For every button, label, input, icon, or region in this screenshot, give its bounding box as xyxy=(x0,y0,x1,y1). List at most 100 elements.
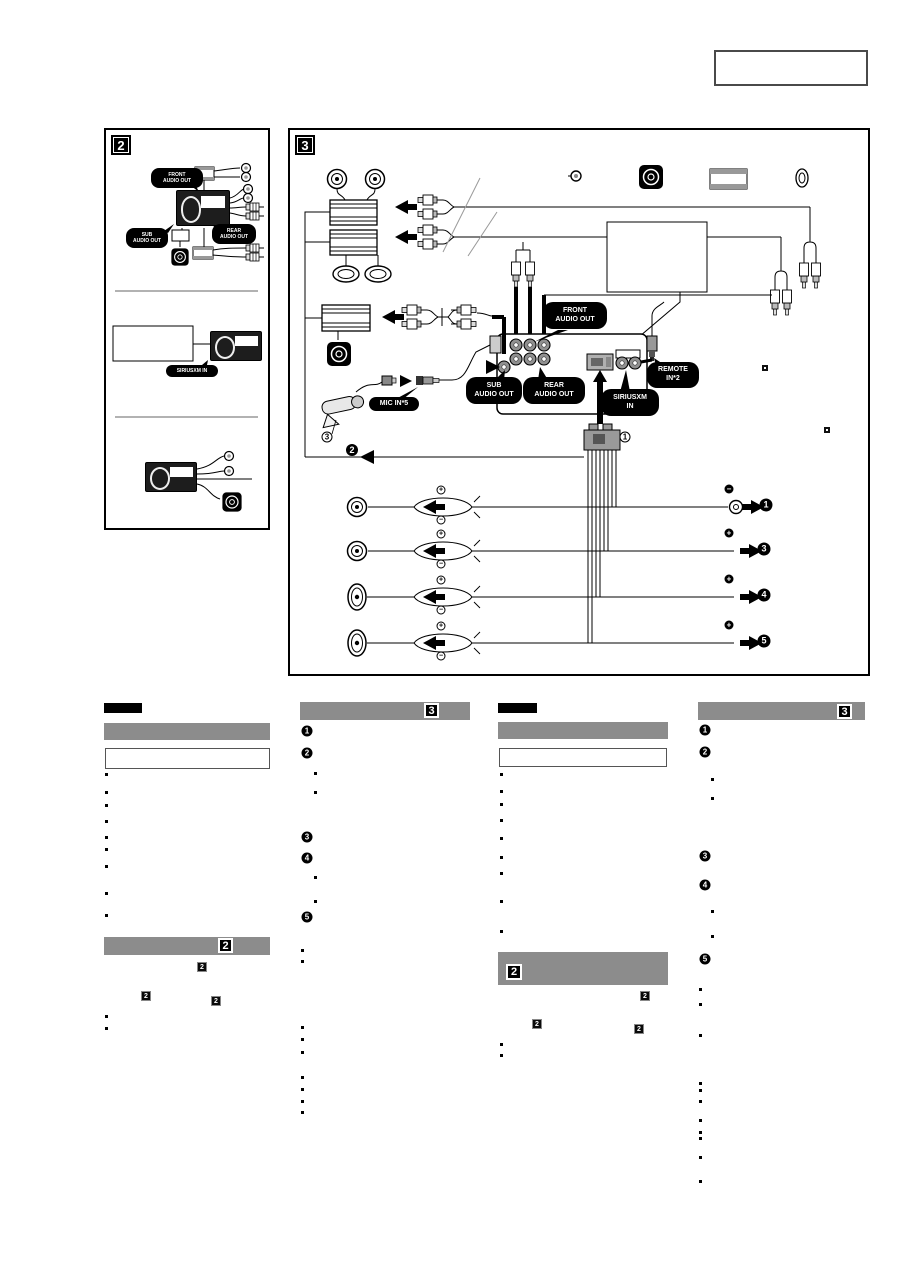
inline-ref-tag: 2 xyxy=(532,1019,542,1029)
step-number: 4 xyxy=(301,852,313,864)
bullet xyxy=(301,1088,304,1091)
siriusxm-in-label: SIRIUSXM IN xyxy=(166,365,218,377)
bullet xyxy=(699,1034,702,1037)
bullet xyxy=(301,1038,304,1041)
speaker-legend-icon xyxy=(795,168,809,188)
section-ref-tag: 2 xyxy=(218,938,233,953)
bullet xyxy=(301,960,304,963)
bullet xyxy=(314,900,317,903)
bullet xyxy=(314,772,317,775)
step-number: 1 xyxy=(301,725,313,737)
plus-mark: + xyxy=(436,485,446,495)
section-ref-tag: 3 xyxy=(837,704,852,719)
section-ref-tag: 3 xyxy=(424,703,439,718)
bullet xyxy=(314,791,317,794)
bullet xyxy=(105,914,108,917)
sirius-jack-frame xyxy=(615,349,641,359)
oval-speaker xyxy=(332,265,360,283)
inline-ref-tag: 2 xyxy=(141,991,151,1001)
mic-ref-number: 3 xyxy=(321,431,333,443)
lead-number: 5 xyxy=(757,634,771,648)
section-header-bar xyxy=(698,702,865,720)
section-header-bar xyxy=(498,722,668,739)
step-number: 1 xyxy=(699,724,711,736)
sub-crossover xyxy=(171,229,190,242)
section-header-bar xyxy=(104,723,270,740)
wiring-harness xyxy=(583,423,621,457)
bullet xyxy=(105,773,108,776)
bullet xyxy=(105,820,108,823)
model-name-box xyxy=(714,50,868,86)
inline-heading-bar xyxy=(498,703,537,713)
bullet xyxy=(105,791,108,794)
rear-audio-out-label: REAR AUDIO OUT xyxy=(523,377,585,404)
sub-audio-out-label: SUB AUDIO OUT xyxy=(466,377,522,404)
diagram2-tag: 2 xyxy=(111,135,131,155)
bullet xyxy=(301,1076,304,1079)
amplifier-legend-icon xyxy=(709,168,748,190)
head-unit xyxy=(145,462,197,492)
section-header-bar xyxy=(498,952,668,985)
plus-mark: + xyxy=(436,529,446,539)
polarity-mark: + xyxy=(724,528,734,538)
bullet xyxy=(711,797,714,800)
lead-number: 4 xyxy=(757,588,771,602)
step-number: 3 xyxy=(301,831,313,843)
bullet xyxy=(500,803,503,806)
bullet xyxy=(699,1089,702,1092)
bullet xyxy=(699,1180,702,1183)
rear-audio-out-label: REAR AUDIO OUT xyxy=(212,224,256,244)
siriusxm-tuner-box xyxy=(606,221,708,293)
power-lead-number: 2 xyxy=(346,444,358,456)
bullet xyxy=(699,1100,702,1103)
mic-angle-plug xyxy=(381,375,397,386)
bullet xyxy=(500,872,503,875)
bullet xyxy=(699,1119,702,1122)
diagram2-artwork xyxy=(112,162,265,513)
bullet xyxy=(301,1051,304,1054)
ref-marker xyxy=(824,427,830,433)
ref-marker xyxy=(762,365,768,371)
rca-jack-icon xyxy=(568,170,582,182)
bullet xyxy=(105,892,108,895)
step-number: 3 xyxy=(699,850,711,862)
caution-box xyxy=(105,748,270,769)
step-number: 2 xyxy=(699,746,711,758)
step-number: 5 xyxy=(301,911,313,923)
head-unit xyxy=(176,190,230,226)
diagram3-tag: 3 xyxy=(295,135,315,155)
bullet xyxy=(500,856,503,859)
bullet xyxy=(105,848,108,851)
bullet xyxy=(699,1156,702,1159)
subwoofer-icon xyxy=(221,491,243,513)
inline-ref-tag: 2 xyxy=(197,962,207,972)
bullet xyxy=(500,1043,503,1046)
amplifier xyxy=(329,199,378,226)
bullet xyxy=(500,930,503,933)
bullet xyxy=(699,1131,702,1134)
inline-ref-tag: 2 xyxy=(634,1024,644,1034)
bullet xyxy=(711,935,714,938)
bullet xyxy=(301,1111,304,1114)
amplifier xyxy=(329,229,378,256)
subwoofer-icon xyxy=(170,247,190,267)
caution-box xyxy=(499,748,667,767)
plus-mark: + xyxy=(436,621,446,631)
bullet xyxy=(711,910,714,913)
bullet xyxy=(105,804,108,807)
mic-in-label: MIC IN*5 xyxy=(369,397,419,411)
bullet xyxy=(500,819,503,822)
step-number: 4 xyxy=(699,879,711,891)
plus-mark: + xyxy=(436,575,446,585)
bullet xyxy=(105,1015,108,1018)
inline-heading-bar xyxy=(104,703,142,713)
bullet xyxy=(699,1137,702,1140)
bullet xyxy=(699,988,702,991)
bullet xyxy=(699,1082,702,1085)
polarity-mark: + xyxy=(724,620,734,630)
inline-ref-tag: 2 xyxy=(211,996,221,1006)
remote-in-label: REMOTE IN*2 xyxy=(647,362,699,388)
front-audio-out-label: FRONT AUDIO OUT xyxy=(543,302,607,329)
bullet xyxy=(500,837,503,840)
